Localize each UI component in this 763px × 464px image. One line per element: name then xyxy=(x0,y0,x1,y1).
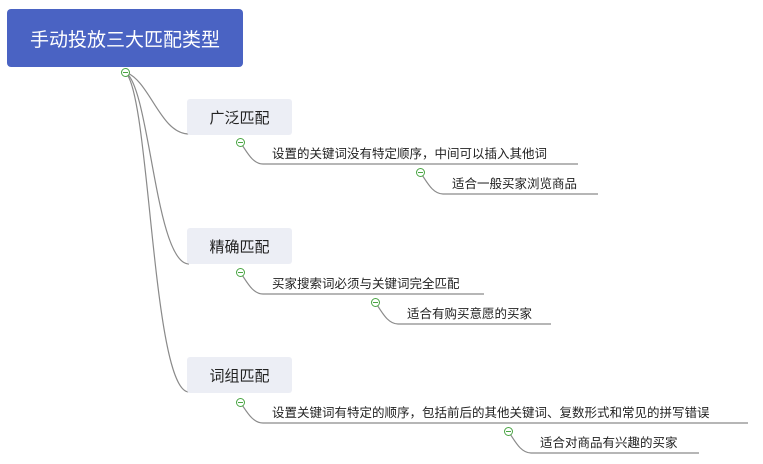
collapse-minus-icon[interactable] xyxy=(236,398,245,407)
root-topic[interactable]: 手动投放三大匹配类型 xyxy=(7,9,243,67)
branch-phrase-match[interactable]: 词组匹配 xyxy=(187,357,292,393)
branch-broad-match-detail[interactable]: 设置的关键词没有特定顺序，中间可以插入其他词 xyxy=(272,146,548,161)
connector-root-branch-3 xyxy=(124,71,190,393)
branch-exact-match-detail[interactable]: 买家搜索词必须与关键词完全匹配 xyxy=(272,276,460,291)
branch-exact-match-audience[interactable]: 适合有购买意愿的买家 xyxy=(407,306,533,321)
branch-broad-match-audience[interactable]: 适合一般买家浏览商品 xyxy=(452,176,578,191)
collapse-minus-icon[interactable] xyxy=(416,168,425,177)
connector-root-branch-2 xyxy=(124,71,190,265)
branch-exact-match[interactable]: 精确匹配 xyxy=(187,228,292,264)
collapse-minus-icon[interactable] xyxy=(236,138,245,147)
collapse-minus-icon[interactable] xyxy=(121,68,130,77)
connector-root-branch-1 xyxy=(124,71,190,135)
branch-broad-match[interactable]: 广泛匹配 xyxy=(187,99,292,135)
branch-phrase-match-detail[interactable]: 设置关键词有特定的顺序，包括前后的其他关键词、复数形式和常见的拼写错误 xyxy=(272,405,710,420)
collapse-minus-icon[interactable] xyxy=(504,427,513,436)
collapse-minus-icon[interactable] xyxy=(371,298,380,307)
branch-phrase-match-audience[interactable]: 适合对商品有兴趣的买家 xyxy=(540,435,678,450)
collapse-minus-icon[interactable] xyxy=(236,268,245,277)
